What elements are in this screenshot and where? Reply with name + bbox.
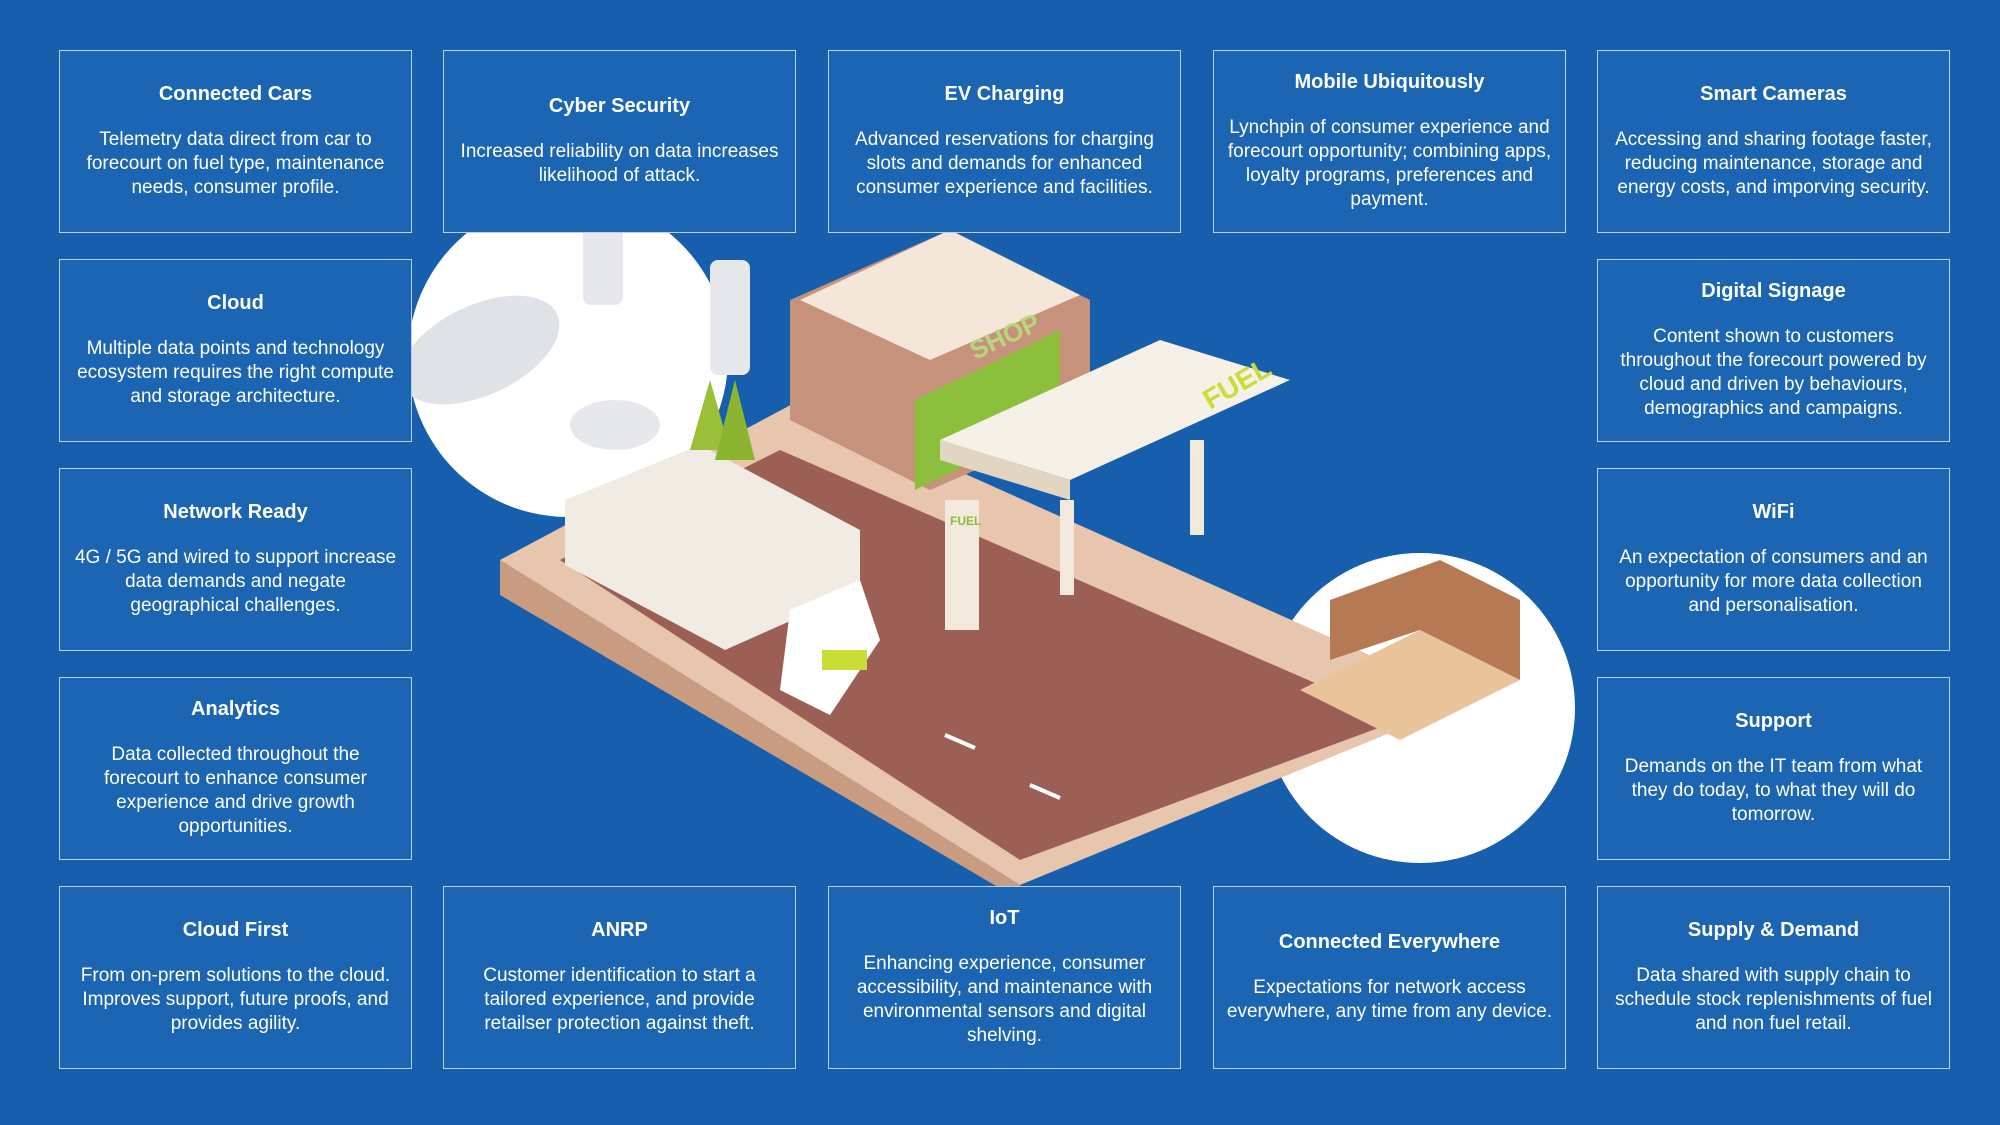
road-marking	[1029, 783, 1061, 800]
cafe-counter	[1300, 630, 1520, 740]
card-title: Supply & Demand	[1687, 919, 1860, 941]
card-title: Connected Everywhere	[1278, 931, 1501, 953]
tree-icon	[715, 380, 755, 460]
canopy-edge	[940, 440, 1070, 500]
cafe-back-wall	[1330, 560, 1520, 680]
card-title: Cloud First	[182, 919, 289, 941]
car-icon	[400, 295, 560, 405]
pump-sign-label: FUEL	[950, 514, 981, 528]
card-body: Enhancing experience, consumer accessibi…	[856, 953, 1153, 1046]
card-body: Expectations for network access everywhe…	[1226, 977, 1553, 1022]
fuel-canopy	[940, 340, 1290, 480]
card-body: An expectation of consumers and an oppor…	[1619, 547, 1928, 616]
card-body: Customer identification to start a tailo…	[483, 965, 756, 1034]
card-body: Multiple data points and technology ecos…	[77, 338, 394, 407]
scooter-icon	[570, 400, 660, 450]
card-iot: IoT Enhancing experience, consumer access…	[828, 886, 1181, 1069]
card-body: Data shared with supply chain to schedul…	[1615, 965, 1932, 1034]
card-title: WiFi	[1752, 501, 1795, 523]
card-title: Digital Signage	[1701, 280, 1846, 302]
card-body: Content shown to customers throughout th…	[1620, 326, 1927, 419]
card-body: Data collected throughout the forecourt …	[104, 744, 367, 837]
card-body: From on-prem solutions to the cloud. Imp…	[80, 965, 391, 1034]
card-body: Lynchpin of consumer experience and fore…	[1227, 117, 1552, 210]
card-title: Cyber Security	[548, 95, 691, 117]
ground-edge	[500, 560, 1020, 900]
card-title: Cloud	[207, 292, 264, 314]
card-body: Advanced reservations for charging slots…	[855, 129, 1154, 198]
card-body: 4G / 5G and wired to support increase da…	[74, 547, 397, 616]
truck-cab	[780, 580, 880, 715]
card-title: Analytics	[191, 698, 280, 720]
ev-charger-icon	[710, 260, 750, 375]
card-title: IoT	[989, 907, 1020, 929]
card-wifi: WiFi An expectation of consumers and an o…	[1597, 468, 1950, 651]
card-network-ready: Network Ready 4G / 5G and wired to suppor…	[59, 468, 412, 651]
card-body: Demands on the IT team from what they do…	[1624, 756, 1923, 825]
card-body: Accessing and sharing footage faster, re…	[1615, 129, 1932, 198]
card-body: Increased reliability on data increases …	[460, 141, 779, 186]
fuel-price-sign	[945, 500, 979, 630]
road-marking	[944, 733, 976, 750]
card-title: Connected Cars	[158, 83, 313, 105]
card-anrp: ANRP Customer identification to start a t…	[443, 886, 796, 1069]
card-title: Mobile Ubiquitously	[1294, 71, 1485, 93]
tanker-truck	[565, 445, 860, 650]
card-title: ANRP	[591, 919, 648, 941]
card-body: Telemetry data direct from car to foreco…	[86, 129, 385, 198]
canopy-pillar	[1190, 440, 1204, 535]
canopy-pillar	[1060, 500, 1074, 595]
tree-icon	[690, 380, 730, 450]
card-title: Network Ready	[163, 501, 308, 523]
card-title: EV Charging	[944, 83, 1065, 105]
shop-roof	[800, 230, 1080, 360]
card-title: Support	[1735, 710, 1812, 732]
truck-stripe	[822, 650, 867, 670]
card-title: Smart Cameras	[1700, 83, 1847, 105]
